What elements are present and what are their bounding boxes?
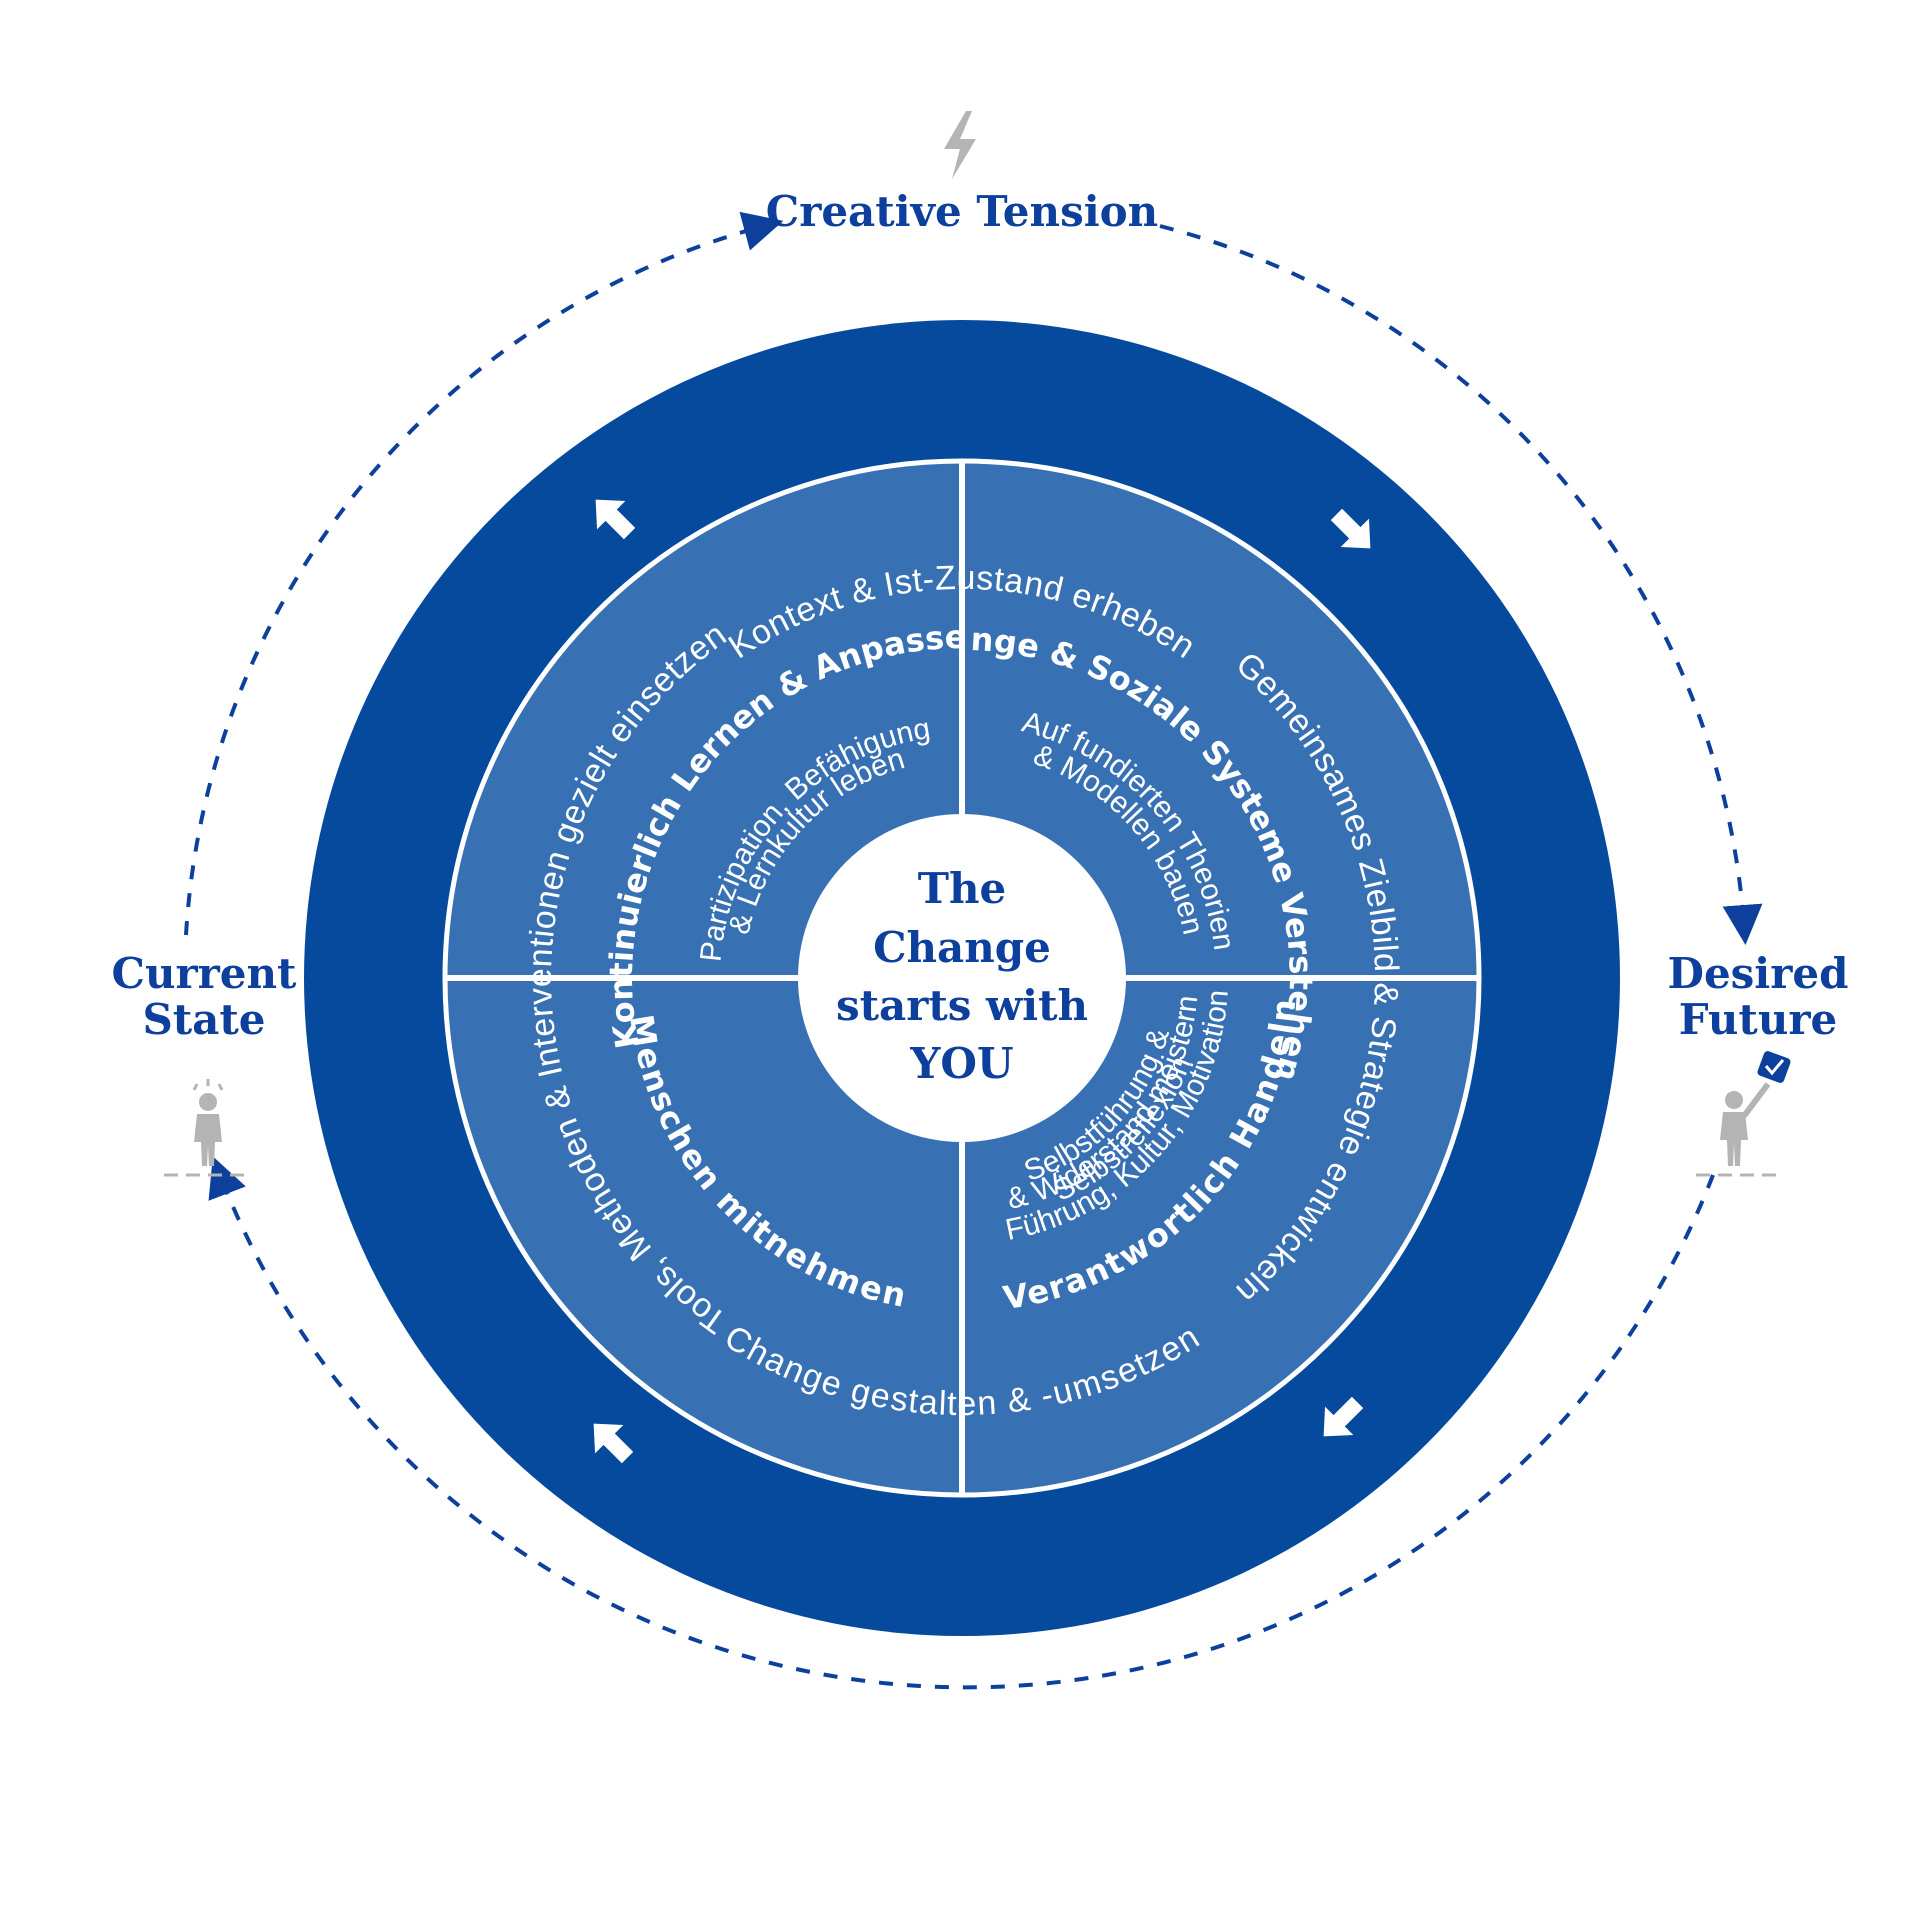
quadrant-bl-shape [447,978,962,1493]
arrow-up-left-icon [593,1423,634,1464]
dashed-cycle-path [184,211,1763,1690]
arrow-up-right-icon [595,499,636,540]
person-icon [192,1079,224,1166]
creative-tension-label: Creative Tension [766,187,1158,236]
quadrant-tr-shape [962,463,1477,978]
center-line-2: Change [873,923,1051,972]
lightning-icon [944,111,976,179]
desired-future-line-2: Future [1679,995,1837,1044]
arrow-down-right-icon [1330,508,1371,549]
dashed-arc-top-left [184,211,784,936]
center-line-3: starts with [836,981,1088,1030]
dashed-arc-top-right [1159,224,1763,945]
quadrant-shapes [447,463,1477,1493]
center-circle [798,814,1126,1142]
current-state-line-2: State [142,995,265,1044]
arrow-down-left-icon [1323,1396,1364,1437]
desired-future-label: Desired Future [1668,949,1849,1044]
current-state-line-1: Current [112,949,297,998]
quadrant-tl-shape [447,463,962,978]
center-line-1: The [918,864,1007,913]
dashed-arc-bottom [208,1156,1715,1690]
quadrant-br-shape [962,978,1477,1493]
center-text: The Change starts with YOU [836,864,1088,1088]
person-flag-icon [1720,1051,1791,1166]
current-state-label: Current State [112,949,297,1044]
ring-arrows [593,499,1371,1464]
center-line-4: YOU [909,1039,1013,1088]
desired-future-line-1: Desired [1668,949,1849,998]
